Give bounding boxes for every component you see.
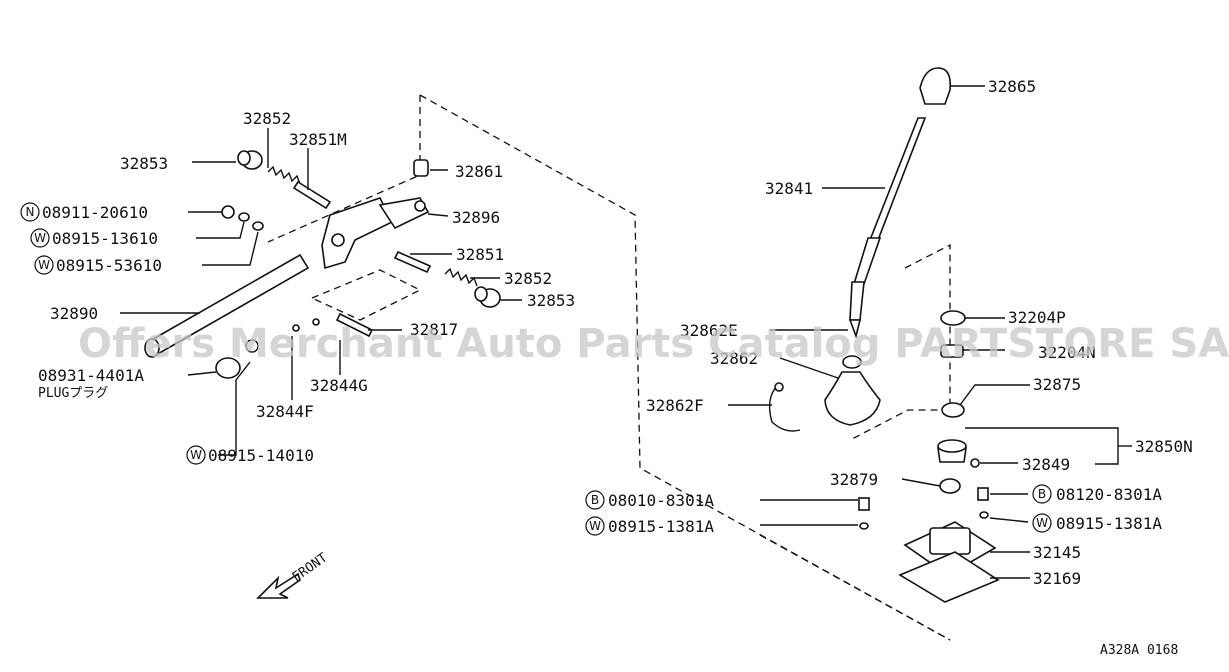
watermark: Offers Merchant Auto Parts Catalog PARTS… [78,321,1229,367]
shift-rod-assembly [144,150,501,379]
dashed-boundaries [267,94,951,641]
label-32204P: 32204P [1008,308,1066,327]
svg-text:W: W [34,231,46,245]
cap-32861 [413,159,429,177]
badge-w-icon [30,228,50,248]
pin-32851 [393,250,432,274]
label-08120-8301A: 08120-8301A [1056,485,1162,504]
label-32851M: 32851M [289,130,347,149]
clamp-32862F [768,384,801,432]
washer-08915-13610 [238,212,250,222]
ring-32204N [940,344,964,358]
svg-text:W: W [589,519,601,533]
label-32844G: 32844G [310,376,368,395]
pin-32817 [335,312,374,338]
label-08915-1381A-left: 08915-1381A [608,517,714,536]
label-08931-4401A: 08931-4401A [38,366,144,385]
badge-b-icon [585,490,605,510]
shift-knob-32865 [919,67,952,105]
bolt-08010 [858,497,870,511]
label-32169: 32169 [1033,569,1081,588]
svg-text:B: B [1038,487,1046,501]
label-32145: 32145 [1033,543,1081,562]
badge-w-icon [34,255,54,275]
diagram-code: A328A 0168 [1100,643,1178,658]
washer-08915-14010 [245,339,259,353]
label-32850N: 32850N [1135,437,1193,456]
badge-n-icon [20,202,40,222]
label-32862F: 32862F [646,396,704,415]
label-32875: 32875 [1033,375,1081,394]
svg-text:W: W [1036,516,1048,530]
spring-32852-mid [444,267,478,287]
label-08010-8301A: 08010-8301A [608,491,714,510]
label-32849: 32849 [1022,455,1070,474]
label-32890: 32890 [50,304,98,323]
badge-b-icon [1032,484,1052,504]
svg-text:W: W [190,448,202,462]
front-label: FRONT [290,550,331,585]
plug-08931 [215,357,241,379]
label-32851: 32851 [456,245,504,264]
washer-08915-1381A-right [979,511,989,519]
badge-w-icon [585,516,605,536]
bolt-08120 [977,487,989,501]
part-labels: 32865 32841 32204P 32204N 32862E 32862 3… [38,77,1193,658]
label-32865: 32865 [988,77,1036,96]
label-32861: 32861 [455,162,503,181]
washer-08915-53610 [252,221,264,231]
label-32896: 32896 [452,208,500,227]
label-32204N: 32204N [1038,343,1096,362]
label-08915-1381A-right: 08915-1381A [1056,514,1162,533]
label-08915-53610: 08915-53610 [56,256,162,275]
lever-housing [321,197,394,270]
ring-32879 [939,478,961,494]
label-32853-top: 32853 [120,154,168,173]
spring-32852-top [267,165,301,185]
badges: N W W W B W B W [20,202,1052,536]
badge-w-icon [186,445,206,465]
label-32844F: 32844F [256,402,314,421]
shift-lever-32841 [868,117,927,241]
ring-32875 [941,402,965,418]
boot-32862 [824,371,881,426]
label-32853-mid: 32853 [527,291,575,310]
shift-lever-assembly [768,67,1000,603]
pin-32849 [970,458,980,468]
svg-text:W: W [38,258,50,272]
gasket-32169 [898,551,1000,603]
svg-text:N: N [26,205,35,219]
label-32852-top: 32852 [243,109,291,128]
front-arrow: FRONT [256,550,331,599]
label-32817: 32817 [410,320,458,339]
label-32862E: 32862E [680,321,738,340]
badge-w-icon [1032,513,1052,533]
label-32841: 32841 [765,179,813,198]
svg-text:B: B [591,493,599,507]
washer-08915-1381A-left [859,522,869,530]
arrow-icon [256,572,301,599]
leader-lines [120,85,1132,579]
label-08911-20610: 08911-20610 [42,203,148,222]
label-32852-mid: 32852 [504,269,552,288]
label-08915-13610: 08915-13610 [52,229,158,248]
nut-08911 [221,205,235,219]
label-08915-14010: 08915-14010 [208,446,314,465]
pin-32851M [292,180,332,210]
plug-label: PLUGプラグ [38,386,108,401]
label-32879: 32879 [830,470,878,489]
label-32862: 32862 [710,349,758,368]
